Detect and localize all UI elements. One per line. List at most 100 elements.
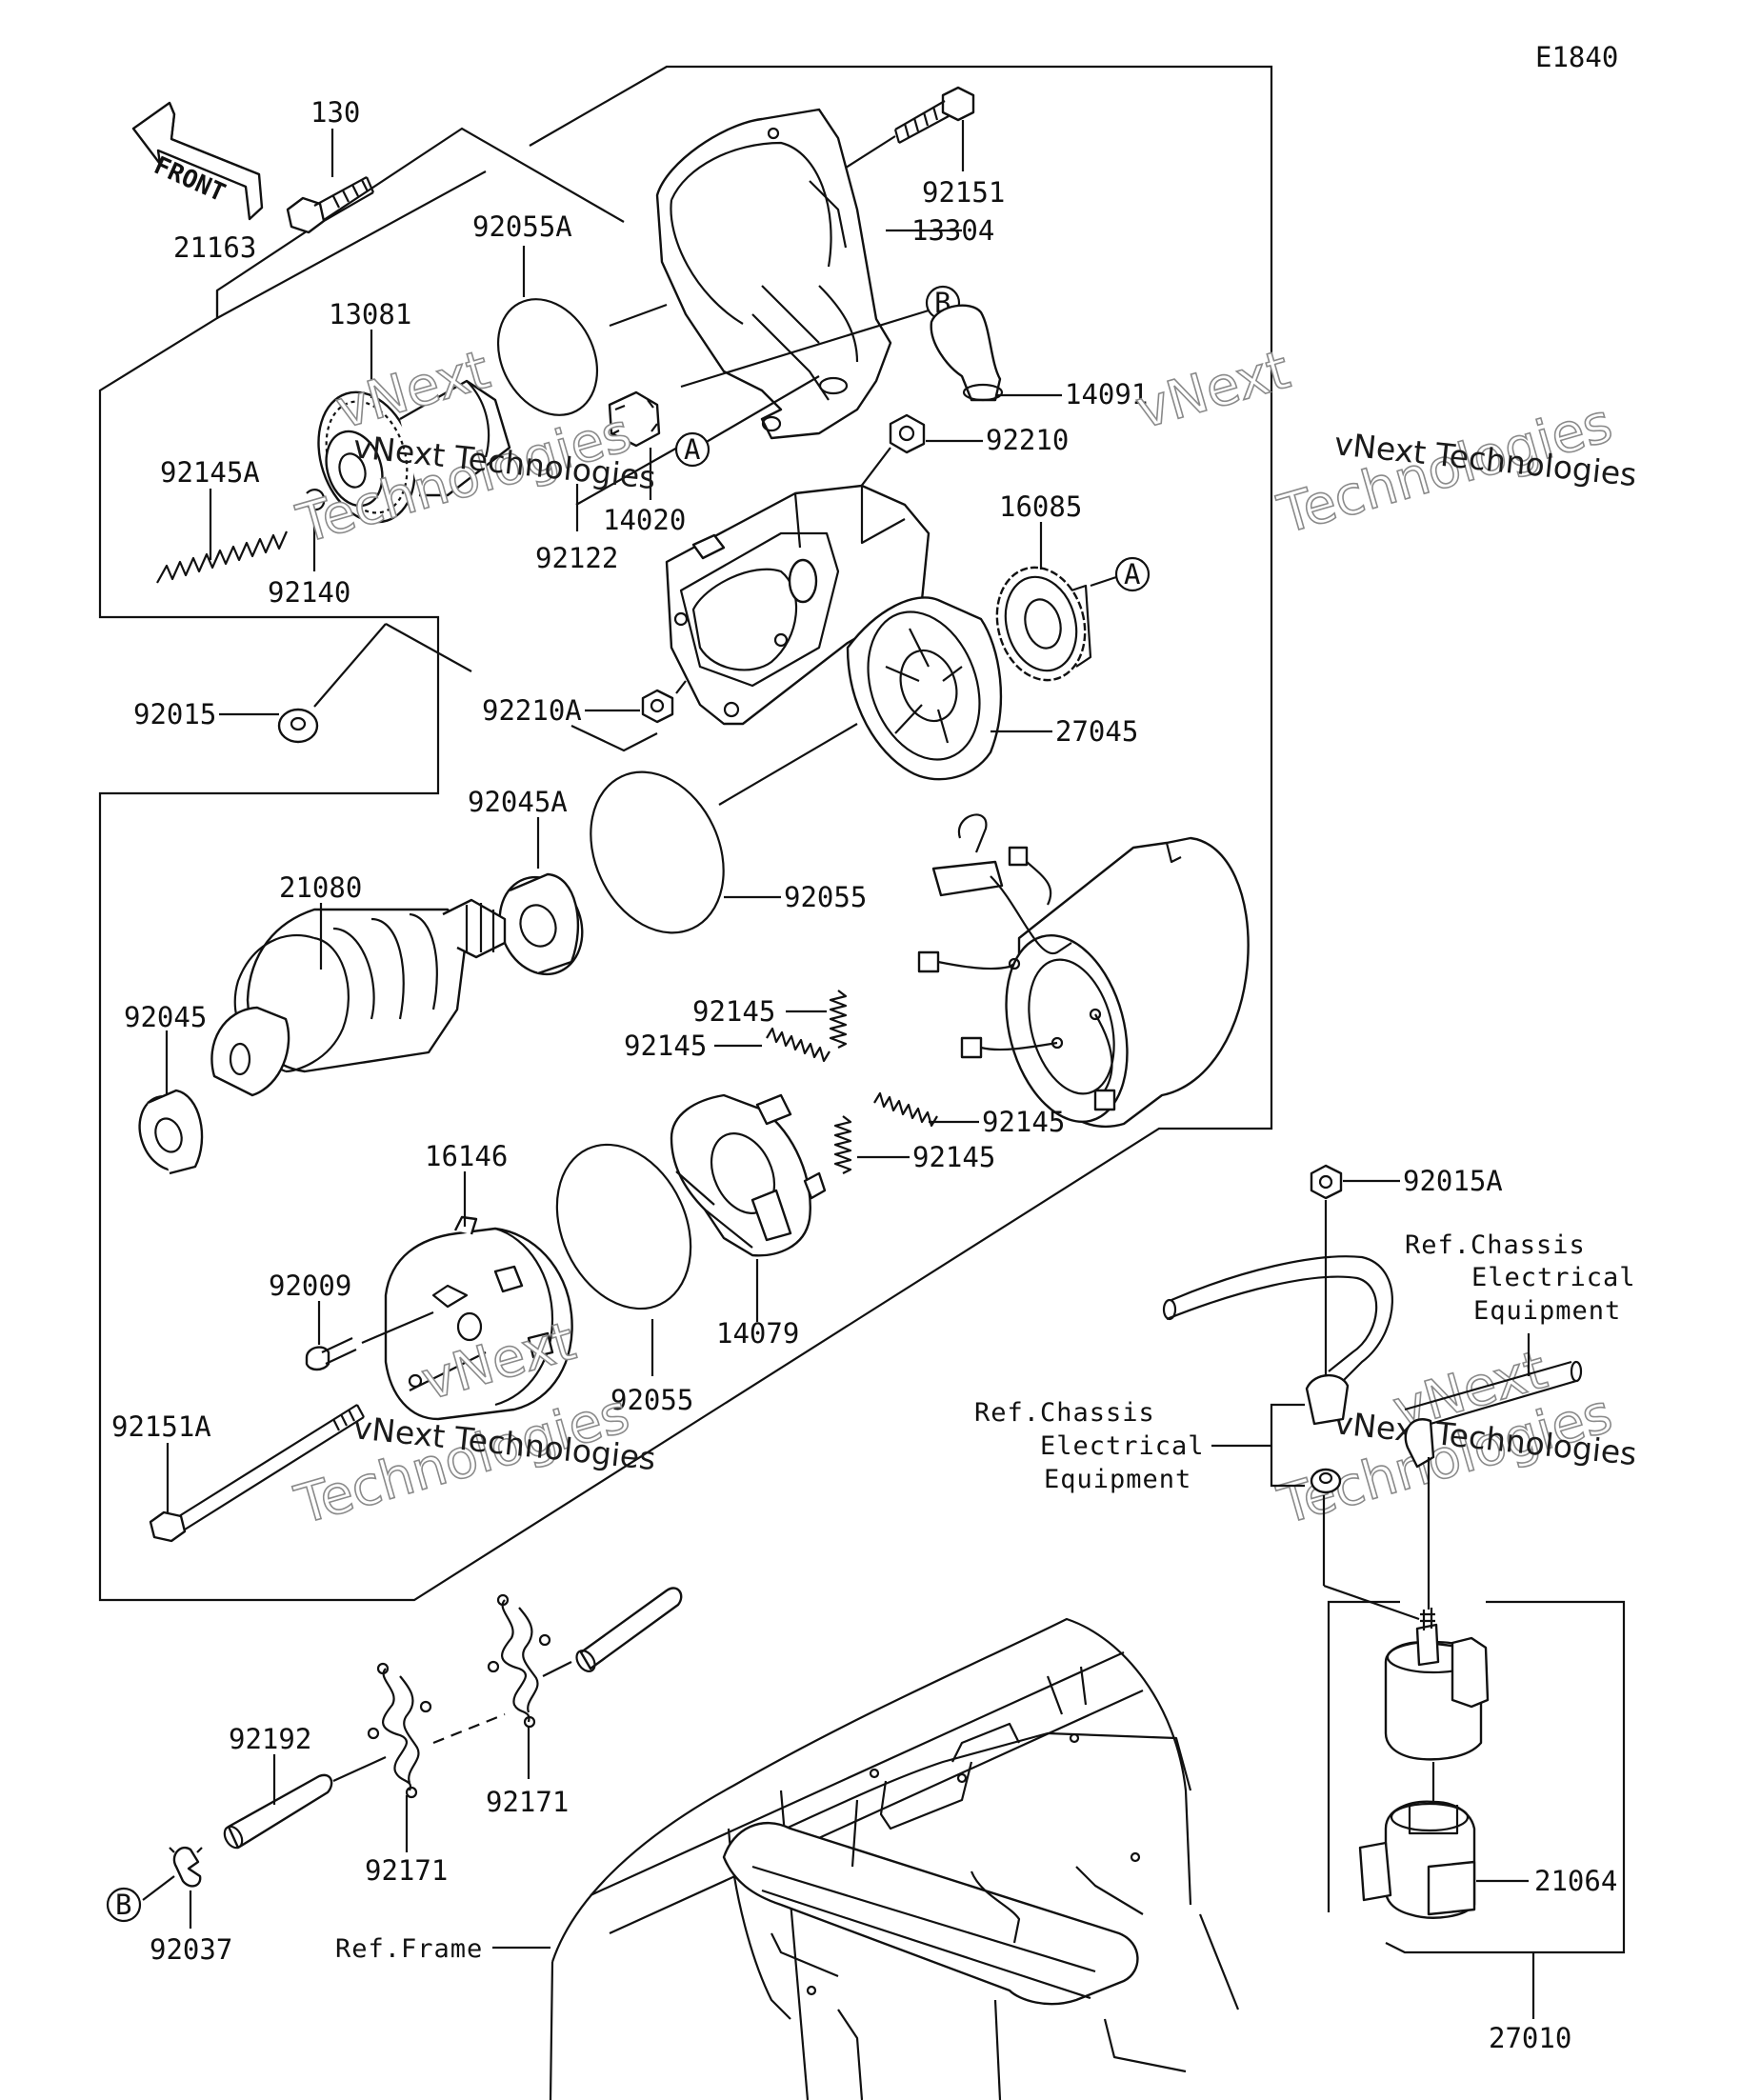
circlip-92140-icon xyxy=(306,489,326,511)
leader-callout-b2 xyxy=(142,1875,175,1901)
ref-chassis-right-3: Equipment xyxy=(1473,1296,1621,1326)
label-13081: 13081 xyxy=(329,298,411,330)
guide-92192 xyxy=(332,1755,387,1783)
callout-a-2-text: A xyxy=(1124,558,1140,590)
o-ring-92055a-icon xyxy=(496,298,599,416)
spring-92145-3-icon xyxy=(873,1091,938,1128)
label-92055-2: 92055 xyxy=(610,1384,693,1416)
leader-callout-a2 xyxy=(1090,575,1117,588)
callout-a-1-text: A xyxy=(684,433,700,466)
label-92145-2: 92145 xyxy=(624,1030,707,1062)
brush-holder-14079-icon xyxy=(670,1093,827,1257)
callout-b-2-text: B xyxy=(115,1889,131,1921)
nut-cable-icon xyxy=(1310,1468,1342,1494)
label-92015a: 92015A xyxy=(1403,1165,1503,1197)
spring-92145-2-icon xyxy=(766,1027,830,1063)
bracket-ref-chassis-left xyxy=(1270,1403,1305,1488)
label-92145-4: 92145 xyxy=(912,1141,995,1173)
cable-right-icon xyxy=(1404,1360,1583,1469)
spring-92145a-icon xyxy=(156,530,289,584)
leader-callout-a1 xyxy=(704,375,820,444)
ref-chassis-left-3: Equipment xyxy=(1044,1465,1191,1494)
label-92015: 92015 xyxy=(133,698,216,730)
label-92055-1: 92055 xyxy=(784,881,867,913)
leader-27045-guide xyxy=(718,723,858,806)
housing-13304-icon xyxy=(655,108,892,440)
leader-92210a-b xyxy=(675,680,687,694)
nut-92210-icon xyxy=(889,413,926,454)
label-92210a: 92210A xyxy=(482,694,582,727)
label-14091: 14091 xyxy=(1065,378,1148,410)
boot-14091-icon xyxy=(930,304,1004,402)
leader-92151a-guide xyxy=(409,1351,487,1391)
o-ring-92055-lower-icon xyxy=(555,1143,692,1310)
label-27010: 27010 xyxy=(1489,2022,1571,2054)
bolt-92151-icon xyxy=(893,86,975,144)
o-ring-92055-upper-icon xyxy=(590,770,725,934)
label-92140: 92140 xyxy=(268,576,350,609)
leader-92015-c xyxy=(385,623,472,672)
callout-b-2 xyxy=(106,1887,142,1923)
box-27010-left xyxy=(1327,1600,1400,1912)
hose-92192-icon xyxy=(223,1773,333,1850)
hose-upper-icon xyxy=(575,1587,683,1672)
frame-icon xyxy=(549,1617,1240,2100)
drive-gear-13081-icon xyxy=(317,379,511,524)
label-16146: 16146 xyxy=(425,1140,508,1172)
leader-92151-a xyxy=(842,135,896,170)
guide-hose-upper xyxy=(542,1661,572,1677)
spring-92145-1-icon xyxy=(829,990,848,1049)
label-92210: 92210 xyxy=(986,424,1069,456)
diagram-code: E1840 xyxy=(1535,41,1618,73)
starter-front-housing-icon xyxy=(665,484,931,726)
ref-chassis-right-2: Electrical xyxy=(1471,1263,1636,1292)
label-92122: 92122 xyxy=(535,542,618,574)
yoke-assembly-icon xyxy=(1005,836,1250,1129)
nut-92210a-icon xyxy=(641,689,674,724)
label-27045: 27045 xyxy=(1055,715,1138,748)
washer-92015-icon xyxy=(277,708,319,744)
ref-chassis-left-2: Electrical xyxy=(1040,1431,1205,1461)
bearing-92045a-icon xyxy=(498,872,584,976)
yoke-wiring-icon xyxy=(917,813,1116,1111)
label-21163: 21163 xyxy=(173,231,256,264)
clamp-92037-icon xyxy=(169,1846,203,1888)
label-92192: 92192 xyxy=(229,1723,311,1755)
bolt-130-icon xyxy=(286,176,375,234)
relay-cover-21064-icon xyxy=(1358,1800,1476,1919)
leader-14020-guide xyxy=(575,442,687,506)
label-92055a: 92055A xyxy=(472,210,572,243)
label-130: 130 xyxy=(310,96,360,129)
gear-housing-27045-icon xyxy=(846,596,1003,781)
end-cover-16146-icon xyxy=(384,1215,573,1421)
callout-a-2 xyxy=(1114,556,1151,592)
nut-92015a-icon xyxy=(1310,1164,1343,1200)
label-14020: 14020 xyxy=(603,504,686,536)
label-92145a: 92145A xyxy=(160,456,260,489)
leader-92210a-c xyxy=(570,725,658,752)
label-92045a: 92045A xyxy=(468,786,568,818)
through-bolt-92151a-icon xyxy=(149,1404,365,1543)
guide-92171-dash xyxy=(432,1712,506,1745)
clip-92171-lower-icon xyxy=(367,1662,432,1799)
label-21080: 21080 xyxy=(279,871,362,904)
ref-chassis-right-1: Ref.Chassis xyxy=(1405,1230,1586,1260)
label-92045: 92045 xyxy=(124,1001,207,1033)
label-92171-1: 92171 xyxy=(365,1854,448,1887)
label-14079: 14079 xyxy=(716,1317,799,1350)
front-arrow-icon: FRONT xyxy=(131,101,264,221)
label-13304: 13304 xyxy=(911,214,994,247)
leader-92015-b xyxy=(313,623,387,708)
label-92145-3: 92145 xyxy=(982,1106,1065,1138)
label-92151a: 92151A xyxy=(111,1410,211,1443)
leader-92009-guide xyxy=(361,1310,434,1345)
screw-92009-icon xyxy=(305,1337,357,1371)
clip-92171-upper-icon xyxy=(487,1593,551,1729)
label-92037: 92037 xyxy=(150,1933,232,1966)
bearing-92045-icon xyxy=(138,1089,204,1175)
leader-callout-b1 xyxy=(680,309,930,389)
ref-chassis-left-1: Ref.Chassis xyxy=(974,1398,1155,1428)
label-92145-1: 92145 xyxy=(692,995,775,1028)
ref-frame-label: Ref.Frame xyxy=(335,1934,483,1964)
